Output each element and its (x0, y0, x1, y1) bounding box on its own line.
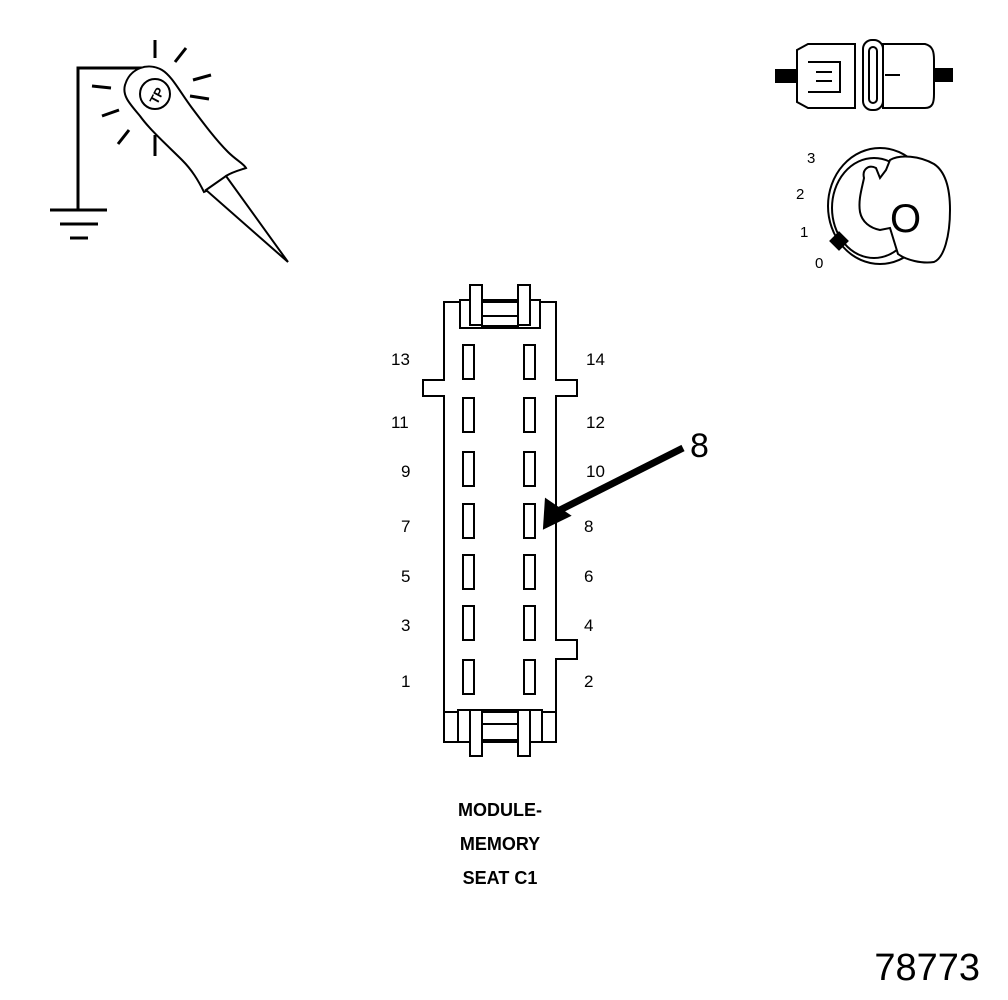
pin-cavity (523, 503, 536, 539)
pin-cavity (462, 554, 475, 590)
pin-label: 5 (401, 567, 410, 586)
pin-label: 7 (401, 517, 410, 536)
pin-cavity (523, 451, 536, 487)
test-lamp-probe-icon: TP (91, 40, 289, 263)
pin-cavity (462, 344, 475, 380)
pin-labels: 13 11 9 7 5 3 1 14 12 10 8 6 4 2 (391, 350, 605, 691)
key-position-0: 0 (815, 255, 823, 272)
pin-label: 2 (584, 672, 593, 691)
pin-label: 10 (586, 462, 605, 481)
callout-label: 8 (690, 427, 709, 465)
caption-line: SEAT C1 (463, 868, 538, 888)
pin-label: 1 (401, 672, 410, 691)
connector-face (422, 284, 578, 757)
connector-caption: MODULE- MEMORY SEAT C1 (458, 800, 542, 888)
pin-cavity (462, 397, 475, 433)
disconnected-connector-icon (775, 39, 953, 111)
ignition-key-icon: O 3 2 1 0 (796, 147, 952, 272)
pin-cavity (523, 659, 536, 695)
pin-label: 9 (401, 462, 410, 481)
pin-label: 4 (584, 616, 593, 635)
pin-label: 3 (401, 616, 410, 635)
pin-label: 6 (584, 567, 593, 586)
svg-text:TP: TP (146, 85, 167, 107)
pin-cavity (462, 451, 475, 487)
figure-number: 78773 (874, 947, 980, 989)
pin-cavity (523, 344, 536, 380)
key-position-1: 1 (800, 224, 808, 241)
pin-label: 8 (584, 517, 593, 536)
callout-arrow: 8 (542, 427, 709, 530)
pin-cavity (523, 605, 536, 641)
key-letter: O (890, 197, 921, 241)
pin-label: 13 (391, 350, 410, 369)
pin-label: 11 (391, 413, 409, 432)
ground-symbol-icon (50, 66, 142, 240)
key-position-3: 3 (807, 150, 815, 167)
pin-cavity (462, 605, 475, 641)
pin-cavity (523, 397, 536, 433)
key-position-2: 2 (796, 186, 804, 203)
pin-cavity (462, 503, 475, 539)
caption-line: MEMORY (460, 834, 540, 854)
caption-line: MODULE- (458, 800, 542, 820)
pin-label: 14 (586, 350, 605, 369)
pin-cavity (462, 659, 475, 695)
pin-cavity (523, 554, 536, 590)
pin-label: 12 (586, 413, 605, 432)
